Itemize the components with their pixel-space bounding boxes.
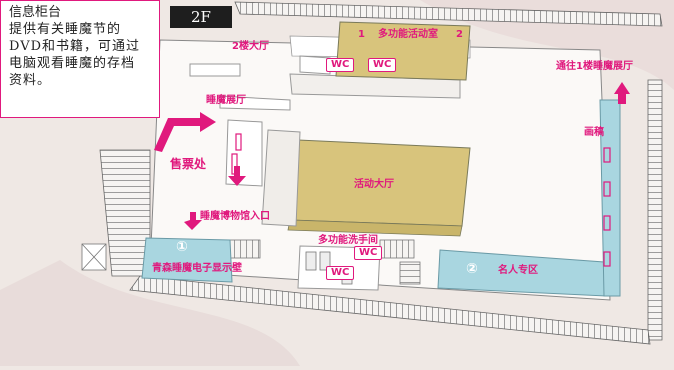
floor-badge: 2F [170,6,232,28]
label-activity-hall: 活动大厅 [354,179,394,190]
info-line-3: 电脑观看睡魔的存档 [9,56,136,71]
direction-arrows [154,82,630,230]
label-2f-hall: 2楼大厅 [232,41,269,52]
outer-wall-top [234,1,663,27]
label-multi-room: 多功能活动室 [378,29,438,40]
circle-number-2: ② [466,261,478,277]
label-ticket: 售票处 [170,157,207,171]
corridor-aomori-display [141,237,233,283]
stairs-block [81,239,421,285]
outer-wall-right [647,79,663,341]
info-line-4: 资料。 [9,73,52,88]
info-line-2: DVD和书籍，可通过 [9,39,141,54]
corridor-east [599,99,621,297]
label-celebrity: 名人专区 [498,265,538,276]
label-nebuta-hall: 睡魔展厅 [206,95,246,106]
label-to-1f: 通往1楼睡魔展厅 [556,61,633,72]
label-num-1: 1 [358,29,365,40]
outer-wall-left [99,149,151,277]
label-museum-entrance: 睡魔博物馆入口 [200,211,270,222]
info-line-1: 提供有关睡魔节的 [9,22,122,37]
circle-number-1: ① [176,239,188,255]
label-wc-c: WC [354,246,383,260]
outer-wall-bottom [129,275,651,345]
label-wc-b: WC [368,58,397,72]
label-multi-wash: 多功能洗手间 [318,235,378,246]
label-num-2: 2 [456,29,463,40]
label-wc-d: WC [326,266,355,280]
info-counter-title: 信息柜台 [9,5,62,20]
info-counter-box: 信息柜台 提供有关睡魔节的 DVD和书籍，可通过 电脑观看睡魔的存档 资料。 [0,0,160,118]
label-aomori-display: 青森睡魔电子显示壁 [152,263,242,274]
label-painting: 画稿 [584,127,604,138]
label-wc-a: WC [326,58,355,72]
